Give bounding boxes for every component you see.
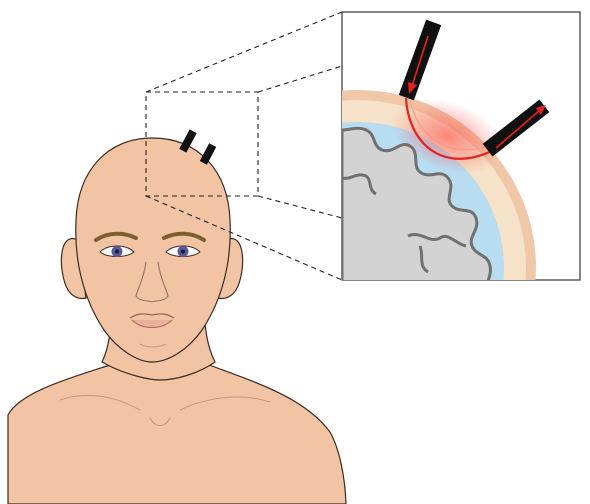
projection-line-top-left	[146, 12, 342, 92]
pupil-right	[181, 250, 185, 254]
pupil-left	[115, 250, 119, 254]
projection-line-top-right	[258, 66, 342, 92]
head	[76, 138, 231, 362]
probe-detector-on-head	[200, 143, 216, 164]
projection-line-bottom-right	[258, 196, 342, 218]
